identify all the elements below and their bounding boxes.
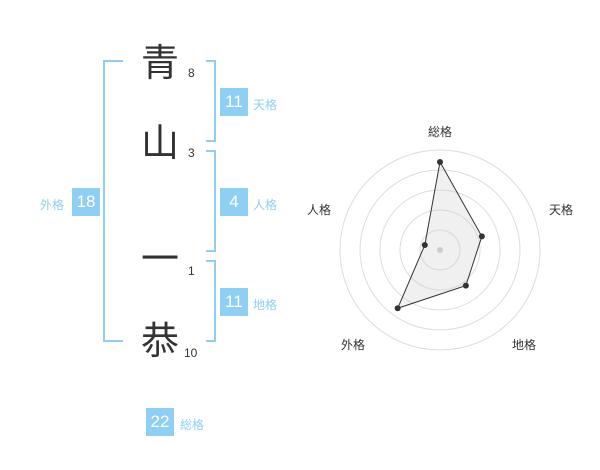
- radar-ring-5: [339, 149, 541, 351]
- radar-points: [394, 159, 485, 312]
- gaikaku-value-badge: 18: [72, 188, 100, 216]
- gaikaku-bracket: [103, 60, 123, 342]
- name-char-2: 山: [141, 121, 180, 165]
- name-char-3: 一: [141, 237, 180, 281]
- radar-point-4: [421, 242, 428, 249]
- chikaku-value-badge: 11: [220, 288, 248, 316]
- radar-center-dot: [437, 247, 443, 253]
- name-char-4: 恭: [141, 319, 180, 363]
- radar-point-0: [437, 159, 443, 165]
- jinkaku-value-badge: 4: [220, 188, 248, 216]
- jinkaku-bracket: [206, 150, 216, 252]
- soukaku-label: 総格: [180, 418, 205, 432]
- radar-point-3: [394, 305, 401, 312]
- stroke-count-2: 3: [188, 146, 195, 160]
- radar-polygon: [396, 160, 483, 310]
- radar-rings: [339, 149, 541, 351]
- radar-label-tenkaku: 天格: [549, 203, 574, 217]
- radar-label-jinkaku: 人格: [307, 203, 332, 217]
- radar-label-chikaku: 地格: [512, 338, 537, 352]
- soukaku-value-badge: 22: [146, 408, 174, 436]
- radar-ring-2: [399, 209, 481, 291]
- radar-point-1: [478, 233, 485, 240]
- chikaku-label: 地格: [253, 298, 278, 312]
- radar-ring-3: [379, 189, 501, 311]
- stroke-count-1: 8: [188, 66, 195, 80]
- radar-ring-1: [419, 229, 461, 271]
- radar-label-gaikaku: 外格: [341, 338, 366, 352]
- radar-point-2: [462, 282, 469, 289]
- radar-label-soukaku: 総格: [428, 125, 453, 139]
- name-char-1: 青: [141, 41, 180, 85]
- gaikaku-label: 外格: [40, 198, 65, 212]
- stroke-count-4: 10: [184, 346, 198, 360]
- tenkaku-label: 天格: [253, 98, 278, 112]
- stroke-count-3: 1: [188, 264, 195, 278]
- radar-ring-4: [359, 169, 521, 331]
- tenkaku-value-badge: 11: [220, 88, 248, 116]
- jinkaku-label: 人格: [253, 198, 278, 212]
- chikaku-bracket: [206, 260, 216, 342]
- tenkaku-bracket: [206, 60, 216, 142]
